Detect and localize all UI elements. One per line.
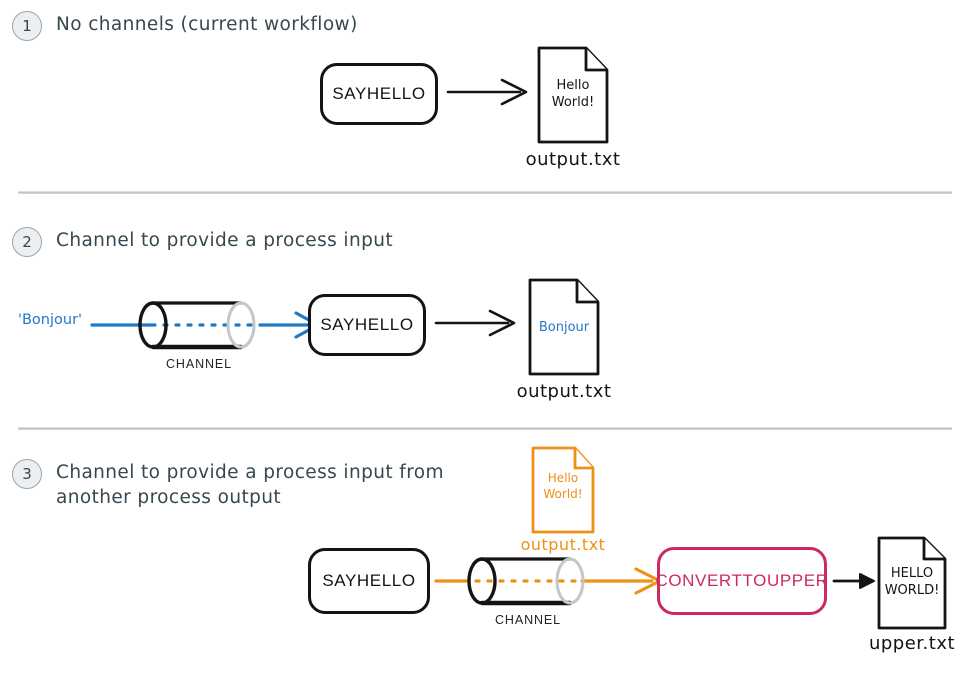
channel-label: CHANNEL [165,357,233,371]
section-1-caption-row: 1 No channels (current workflow) [12,10,358,41]
document-filename-label: output.txt [525,149,621,170]
document-intermediate-output-txt: Hello World! output.txt [521,445,605,554]
process-label: SAYHELLO [332,84,426,103]
process-label: SAYHELLO [322,571,416,590]
arrow-converttoupper-to-upper-txt [832,566,878,596]
section-3-caption-row: 3 Channel to provide a process input fro… [12,458,444,510]
channel-source-value-2: 'Bonjour' [18,312,83,328]
section-divider-2 [18,427,952,430]
channel-label: CHANNEL [494,613,562,627]
process-converttoupper[interactable]: CONVERTTOUPPER [655,547,829,615]
arrow-sayhello-to-output-2 [434,308,524,338]
channel-cylinder-2[interactable]: CHANNEL [137,293,261,371]
document-output-txt-2: Bonjour output.txt [517,277,611,402]
channel-cylinder-3[interactable]: CHANNEL [466,549,590,627]
section-1-caption: No channels (current workflow) [56,14,358,35]
section-3-badge: 3 [12,459,42,489]
section-2-caption: Channel to provide a process input [56,230,394,251]
document-filename-label: upper.txt [868,633,956,654]
section-2-badge: 2 [12,227,42,257]
document-filename-label: output.txt [520,535,606,554]
document-filename-label: output.txt [516,381,612,402]
section-1-badge: 1 [12,11,42,41]
process-sayhello-1[interactable]: SAYHELLO [320,63,438,125]
process-label: CONVERTTOUPPER [655,571,829,590]
document-output-txt-1: Hello World! output.txt [526,45,620,170]
process-sayhello-2[interactable]: SAYHELLO [308,294,426,356]
arrow-sayhello-to-output-1 [446,77,536,107]
process-sayhello-3[interactable]: SAYHELLO [308,548,430,614]
section-3-caption: Channel to provide a process input from … [56,462,444,508]
section-divider-1 [18,191,952,194]
process-label: SAYHELLO [320,315,414,334]
document-upper-txt: HELLO WORLD! upper.txt [869,535,955,654]
section-2-caption-row: 2 Channel to provide a process input [12,226,393,257]
